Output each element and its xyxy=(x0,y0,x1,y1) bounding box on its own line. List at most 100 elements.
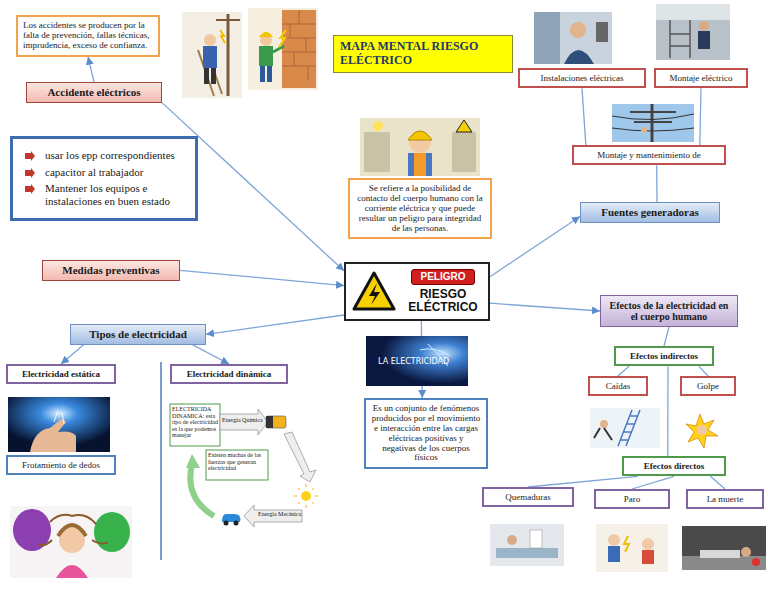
source-box: Montaje y mantenimiento de xyxy=(572,145,726,165)
box-text: Caídas xyxy=(596,381,640,391)
separator-line xyxy=(160,362,162,560)
electricity-image xyxy=(366,336,468,386)
box-text: Accidente eléctricos xyxy=(33,86,155,99)
box-text: La muerte xyxy=(694,494,756,504)
illustration-label: Existen muchas de las fuerzas que genera… xyxy=(208,452,266,472)
bullet-text: usar los epp correspondientes xyxy=(45,149,187,162)
topic-box: Medidas preventivas xyxy=(42,260,180,281)
ceiling-photo xyxy=(656,4,730,60)
topic-box: Tipos de electricidad xyxy=(70,324,206,345)
power-pole-photo xyxy=(612,104,694,142)
box-text: Efectos directos xyxy=(630,461,718,471)
box-text: Electricidad dinámica xyxy=(178,369,280,379)
bullet-row: usar los epp correspondientes xyxy=(25,149,187,162)
box-text: Medidas preventivas xyxy=(49,264,173,277)
bullet-row: Mantener los equipos e instalaciones en … xyxy=(25,182,187,207)
box-text: Es un conjunto de fenómenos producidos p… xyxy=(371,404,481,463)
effect-group-box: Efectos directos xyxy=(622,456,726,476)
connector xyxy=(656,165,658,202)
energy-cycle-diagram xyxy=(168,402,318,530)
cardiac-arrest-cartoon xyxy=(596,524,668,572)
bolt-symbol xyxy=(369,283,380,305)
connector xyxy=(667,366,669,456)
box-text: Tipos de electricidad xyxy=(77,328,199,341)
fall-image xyxy=(590,408,660,448)
box-text: Montaje y mantenimiento de xyxy=(580,150,718,160)
bullet-text: Mantener los equipos e instalaciones en … xyxy=(45,182,187,207)
illustration-label: Energía Química xyxy=(222,417,263,424)
bullet-icon xyxy=(25,168,35,178)
connector xyxy=(632,476,674,489)
source-box: Instalaciones eléctricas xyxy=(518,68,646,88)
box-text: Instalaciones eléctricas xyxy=(526,73,638,83)
connector xyxy=(700,88,701,145)
bullet-row: capacitor al trabajador xyxy=(25,166,187,179)
illustration-label: Energía Mecánica xyxy=(258,511,301,518)
bullet-arrow xyxy=(25,184,35,194)
topic-box: Fuentes generadoras xyxy=(580,202,720,223)
hit-image xyxy=(682,410,730,450)
connector xyxy=(490,303,600,311)
wall-cartoon xyxy=(248,8,318,90)
map-title: MAPA MENTAL RIESGO ELÉCTRICO xyxy=(340,40,506,68)
connector xyxy=(528,476,638,487)
triangle-shape xyxy=(354,273,394,309)
example-box: Frotamiento de dedos xyxy=(6,455,116,475)
connector xyxy=(206,315,344,334)
effect-box: Quemaduras xyxy=(482,487,574,507)
effect-box: Paro xyxy=(594,489,670,509)
bullet-list-box: usar los epp correspondientes capacitor a… xyxy=(10,136,198,221)
connector xyxy=(180,270,344,285)
source-box: Montaje eléctrico xyxy=(654,68,748,88)
bullet-icon xyxy=(25,184,35,194)
connector xyxy=(582,88,586,145)
box-text: Frotamiento de dedos xyxy=(14,460,108,470)
connector xyxy=(61,345,84,364)
plasma-hand-photo xyxy=(8,397,110,452)
box-text: Paro xyxy=(602,494,662,504)
bullet-icon xyxy=(25,151,35,161)
illustration-label: ELECTRICIDA DINAMICA: esta tipo de elect… xyxy=(172,406,218,439)
connector xyxy=(490,216,580,276)
box-text: Golpe xyxy=(688,381,728,391)
topic-box: Efectos de la electricidad en el cuerpo … xyxy=(600,295,738,327)
definition-box: Es un conjunto de fenómenos producidos p… xyxy=(364,398,488,469)
box-text: Se refiere a la posibilidad de contacto … xyxy=(355,184,485,233)
worker-cartoon xyxy=(360,118,480,176)
connector xyxy=(699,366,708,376)
topic-box: Accidente eléctricos xyxy=(26,82,162,103)
installation-photo xyxy=(534,12,612,64)
connector xyxy=(192,345,229,364)
bullet-arrow xyxy=(25,168,35,178)
box-text: Efectos indirectos xyxy=(622,351,706,361)
effect-box: Caídas xyxy=(588,376,648,396)
balloon-girl-photo xyxy=(10,506,132,578)
box-text: Montaje eléctrico xyxy=(662,73,740,83)
death-photo xyxy=(682,526,766,570)
effect-box: Golpe xyxy=(680,376,736,396)
illustration-label: LA ELECTRICIDAD xyxy=(378,358,449,367)
box-text: Los accidentes se producen por la falta … xyxy=(23,21,153,51)
box-text: Quemaduras xyxy=(490,492,566,502)
title-box: MAPA MENTAL RIESGO ELÉCTRICO xyxy=(333,35,513,73)
effect-box: La muerte xyxy=(686,489,764,509)
danger-badge: PELIGRO xyxy=(411,269,474,285)
note-box: Los accidentes se producen por la falta … xyxy=(16,15,160,57)
effect-group-box: Efectos indirectos xyxy=(614,346,714,366)
connector xyxy=(618,366,629,376)
connector xyxy=(88,57,94,82)
electrician-cartoon xyxy=(182,12,242,98)
central-title: RIESGO ELÉCTRICO xyxy=(404,288,482,314)
box-text: Electricidad estática xyxy=(14,369,108,379)
warning-triangle xyxy=(352,271,396,311)
box-text: Fuentes generadoras xyxy=(587,206,713,219)
type-box: Electricidad dinámica xyxy=(170,364,288,384)
central-box: PELIGRO RIESGO ELÉCTRICO xyxy=(344,262,490,321)
burn-photo xyxy=(490,524,564,566)
bullet-arrow xyxy=(25,151,35,161)
connector xyxy=(710,476,725,489)
type-box: Electricidad estática xyxy=(6,364,116,384)
box-text: Efectos de la electricidad en el cuerpo … xyxy=(606,300,732,322)
connector xyxy=(664,327,669,346)
